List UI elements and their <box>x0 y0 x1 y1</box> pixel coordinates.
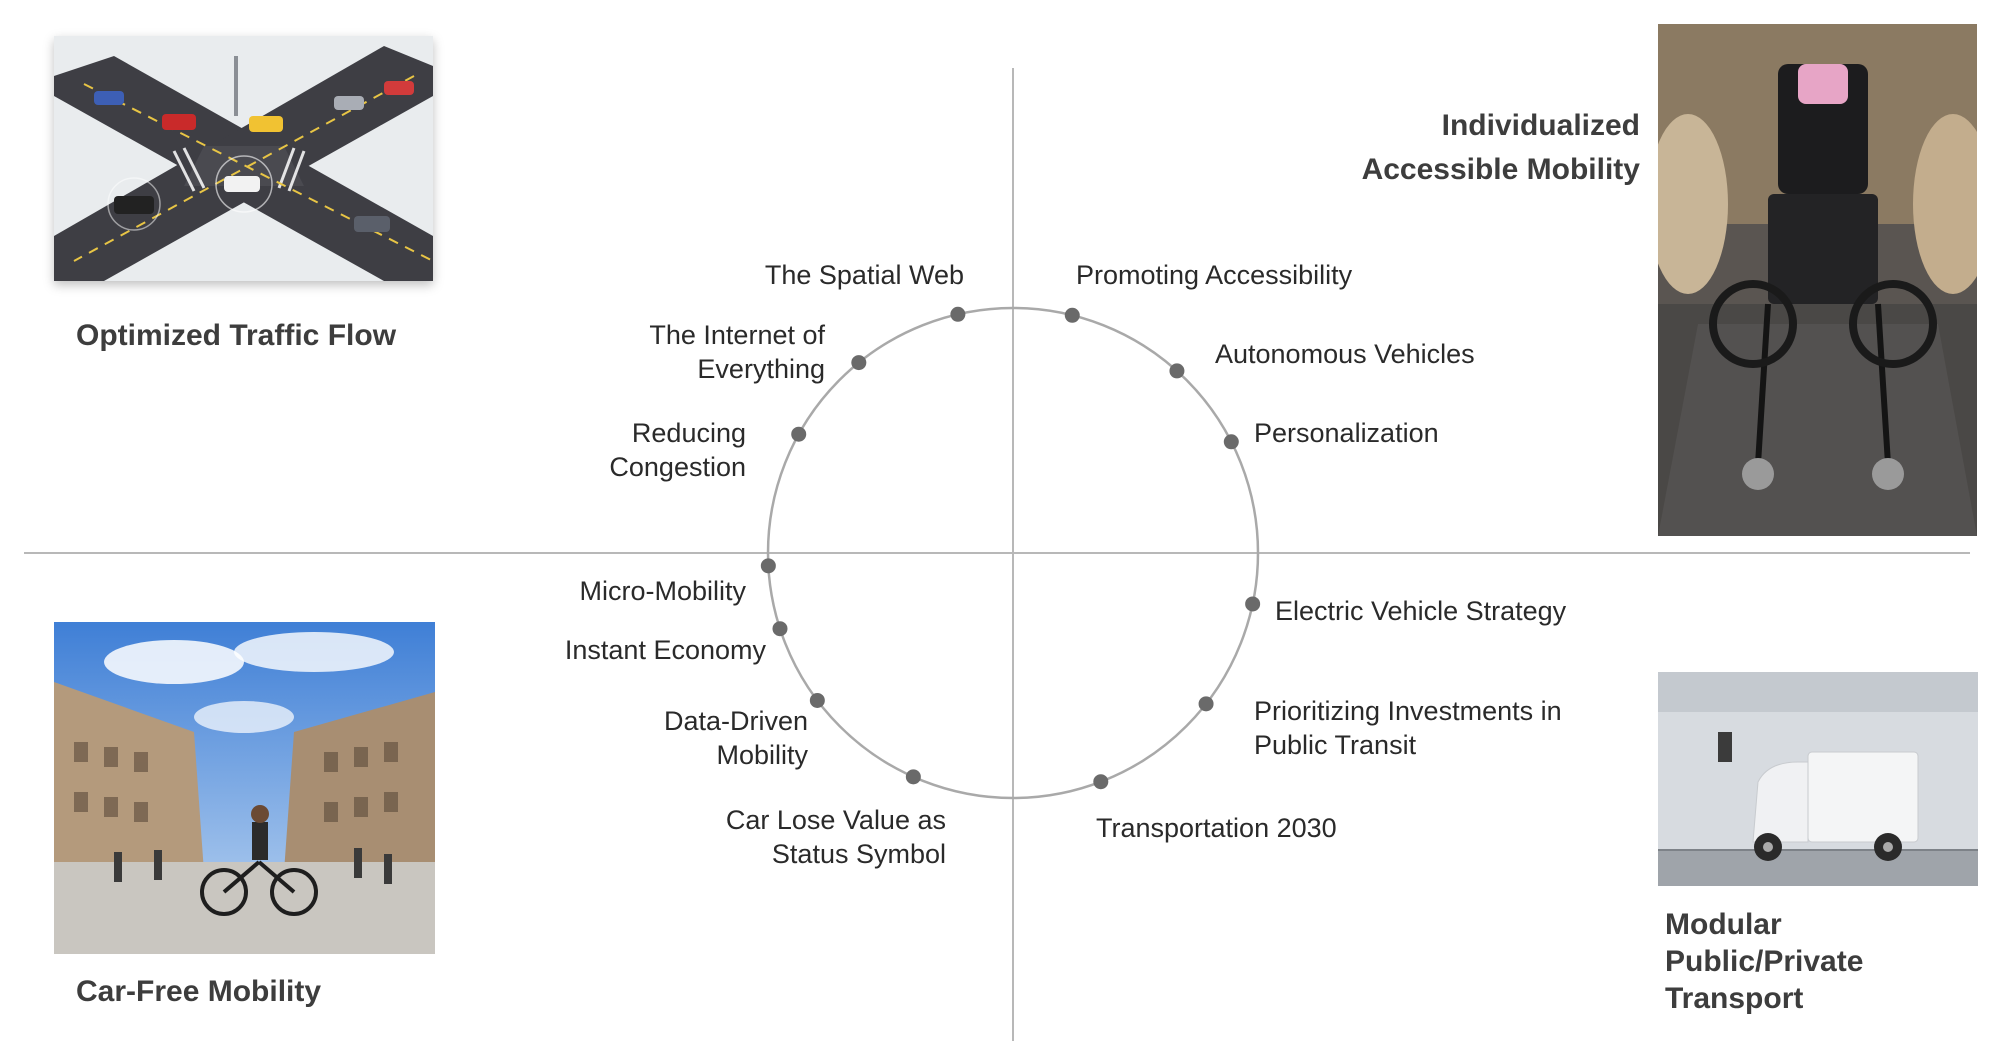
label-data-driven-mobility: Data-Driven Mobility <box>663 706 808 770</box>
label-autonomous-vehicles: Autonomous Vehicles <box>1215 339 1475 369</box>
electric-tuk-tuk-image <box>1658 672 1978 886</box>
dot-transportation-2030 <box>1093 774 1109 790</box>
label-promoting-accessibility: Promoting Accessibility <box>1076 260 1353 290</box>
label-car-lose-value: Car Lose Value as Status Symbol <box>725 805 946 869</box>
wheelchair-vehicle-image <box>1658 24 1977 536</box>
vertical-axis <box>1012 68 1014 1041</box>
label-internet-of-everything: The Internet of Everything <box>649 320 825 384</box>
central-circle <box>766 306 1260 800</box>
horizontal-axis <box>24 552 1970 554</box>
dot-autonomous-vehicles <box>1169 363 1185 379</box>
dot-promoting-accessibility <box>1064 307 1080 323</box>
dot-personalization <box>1223 434 1239 450</box>
dot-prioritizing-investments <box>1198 696 1214 712</box>
title-car-free-mobility: Car-Free Mobility <box>76 975 322 1008</box>
label-prioritizing-investments: Prioritizing Investments in Public Trans… <box>1254 696 1562 760</box>
title-individualized-accessible-mobility: Individualized Accessible Mobility <box>1361 109 1640 186</box>
dot-car-lose-value <box>905 769 921 785</box>
title-modular-transport: Modular Public/Private Transport <box>1665 908 1864 1015</box>
dot-electric-vehicle-strategy <box>1245 596 1261 612</box>
dot-instant-economy <box>772 621 788 637</box>
label-personalization: Personalization <box>1254 418 1439 448</box>
label-transportation-2030: Transportation 2030 <box>1096 813 1337 843</box>
label-spatial-web: The Spatial Web <box>764 260 964 290</box>
dot-spatial-web <box>950 306 966 322</box>
label-micro-mobility: Micro-Mobility <box>579 576 746 606</box>
dot-data-driven-mobility <box>809 692 825 708</box>
dot-reducing-congestion <box>791 426 807 442</box>
city-cyclist-image <box>54 622 435 954</box>
label-electric-vehicle-strategy: Electric Vehicle Strategy <box>1275 596 1567 626</box>
intersection-traffic-image <box>54 36 433 281</box>
title-optimized-traffic-flow: Optimized Traffic Flow <box>76 319 397 352</box>
label-reducing-congestion: Reducing Congestion <box>609 418 746 482</box>
dot-micro-mobility <box>760 558 776 574</box>
label-instant-economy: Instant Economy <box>564 635 766 665</box>
dot-internet-of-everything <box>851 355 867 371</box>
